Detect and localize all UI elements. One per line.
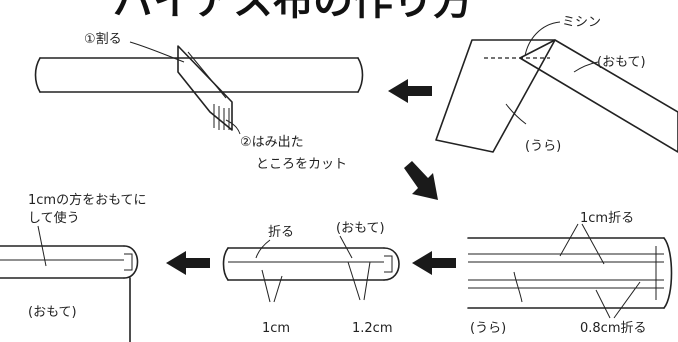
dim12-leader-a [347,261,361,301]
overhang-hatch [213,104,230,130]
fold1-leader-b [581,223,605,265]
fold-label: 折る [268,225,294,240]
step2-fold-lines: 1cm折る (うら) 0.8cm折る [467,211,673,336]
strip-left-end [34,57,41,93]
mishin-label: ミシン [562,15,601,30]
ura-label-top: (うら) [525,139,561,154]
strip3-fold-profile [384,255,393,273]
seam-flap [177,45,233,131]
arrow-left-icon-3 [166,251,210,275]
split-leader [129,41,185,63]
strip-ura [435,39,556,153]
omote-leader [573,61,599,73]
cut-label-line2: ところをカット [256,157,347,172]
fold1-leader-a [559,223,579,257]
note-leader [37,225,47,267]
strip3-right-end [383,247,400,281]
arrow-left-icon [388,79,432,103]
dim12-leader-b [363,261,371,301]
step4-finished-tape: 1cmの方をおもてに して使う (おもて) [0,192,147,342]
strip4-right-end [123,245,139,279]
omote-label-top: (おもて) [597,55,646,70]
strip2-right-end [663,237,673,309]
step0-sewn-strips: ミシン (おもて) (うら) [435,15,678,154]
fold08-leader-b [613,281,641,319]
fold08-leader-a [595,289,611,319]
step1-open-seam: ①割る ②はみ出た ところをカット [34,31,364,172]
ura2-leader [513,271,523,303]
fold-1cm-label: 1cm折る [580,211,634,226]
dim1-leader-a [261,269,271,303]
dim-12cm-label: 1.2cm [352,321,393,336]
strip3-left-end [222,247,229,281]
cut-leader [225,119,241,135]
seam-line [187,51,227,99]
omote-label-mid: (おもて) [336,221,385,236]
note-line1: 1cmの方をおもてに [28,192,147,208]
cut-label-line1: ②はみ出た [240,135,304,150]
fold-leader [255,239,271,259]
ura-leader [505,103,527,125]
step3-folded-strip: 折る (おもて) 1cm 1.2cm [222,221,400,336]
omote3-leader [339,235,353,259]
arrow-left-icon-2 [412,251,456,275]
dim-1cm-label: 1cm [262,321,290,336]
strip4-fold-profile [124,253,133,271]
mishin-leader [524,21,561,57]
split-label: ①割る [84,31,122,47]
arrow-down-right-icon [404,161,438,200]
omote-label-left: (おもて) [28,305,77,320]
strip-omote [519,39,678,153]
ura-label-bottom: (うら) [470,321,506,336]
dim1-leader-b [273,275,283,303]
page-title: バイアス布の作り方 [113,0,473,24]
fold-08cm-label: 0.8cm折る [580,321,647,336]
strip-right-end [357,57,364,93]
note-line2: して使う [28,210,80,226]
